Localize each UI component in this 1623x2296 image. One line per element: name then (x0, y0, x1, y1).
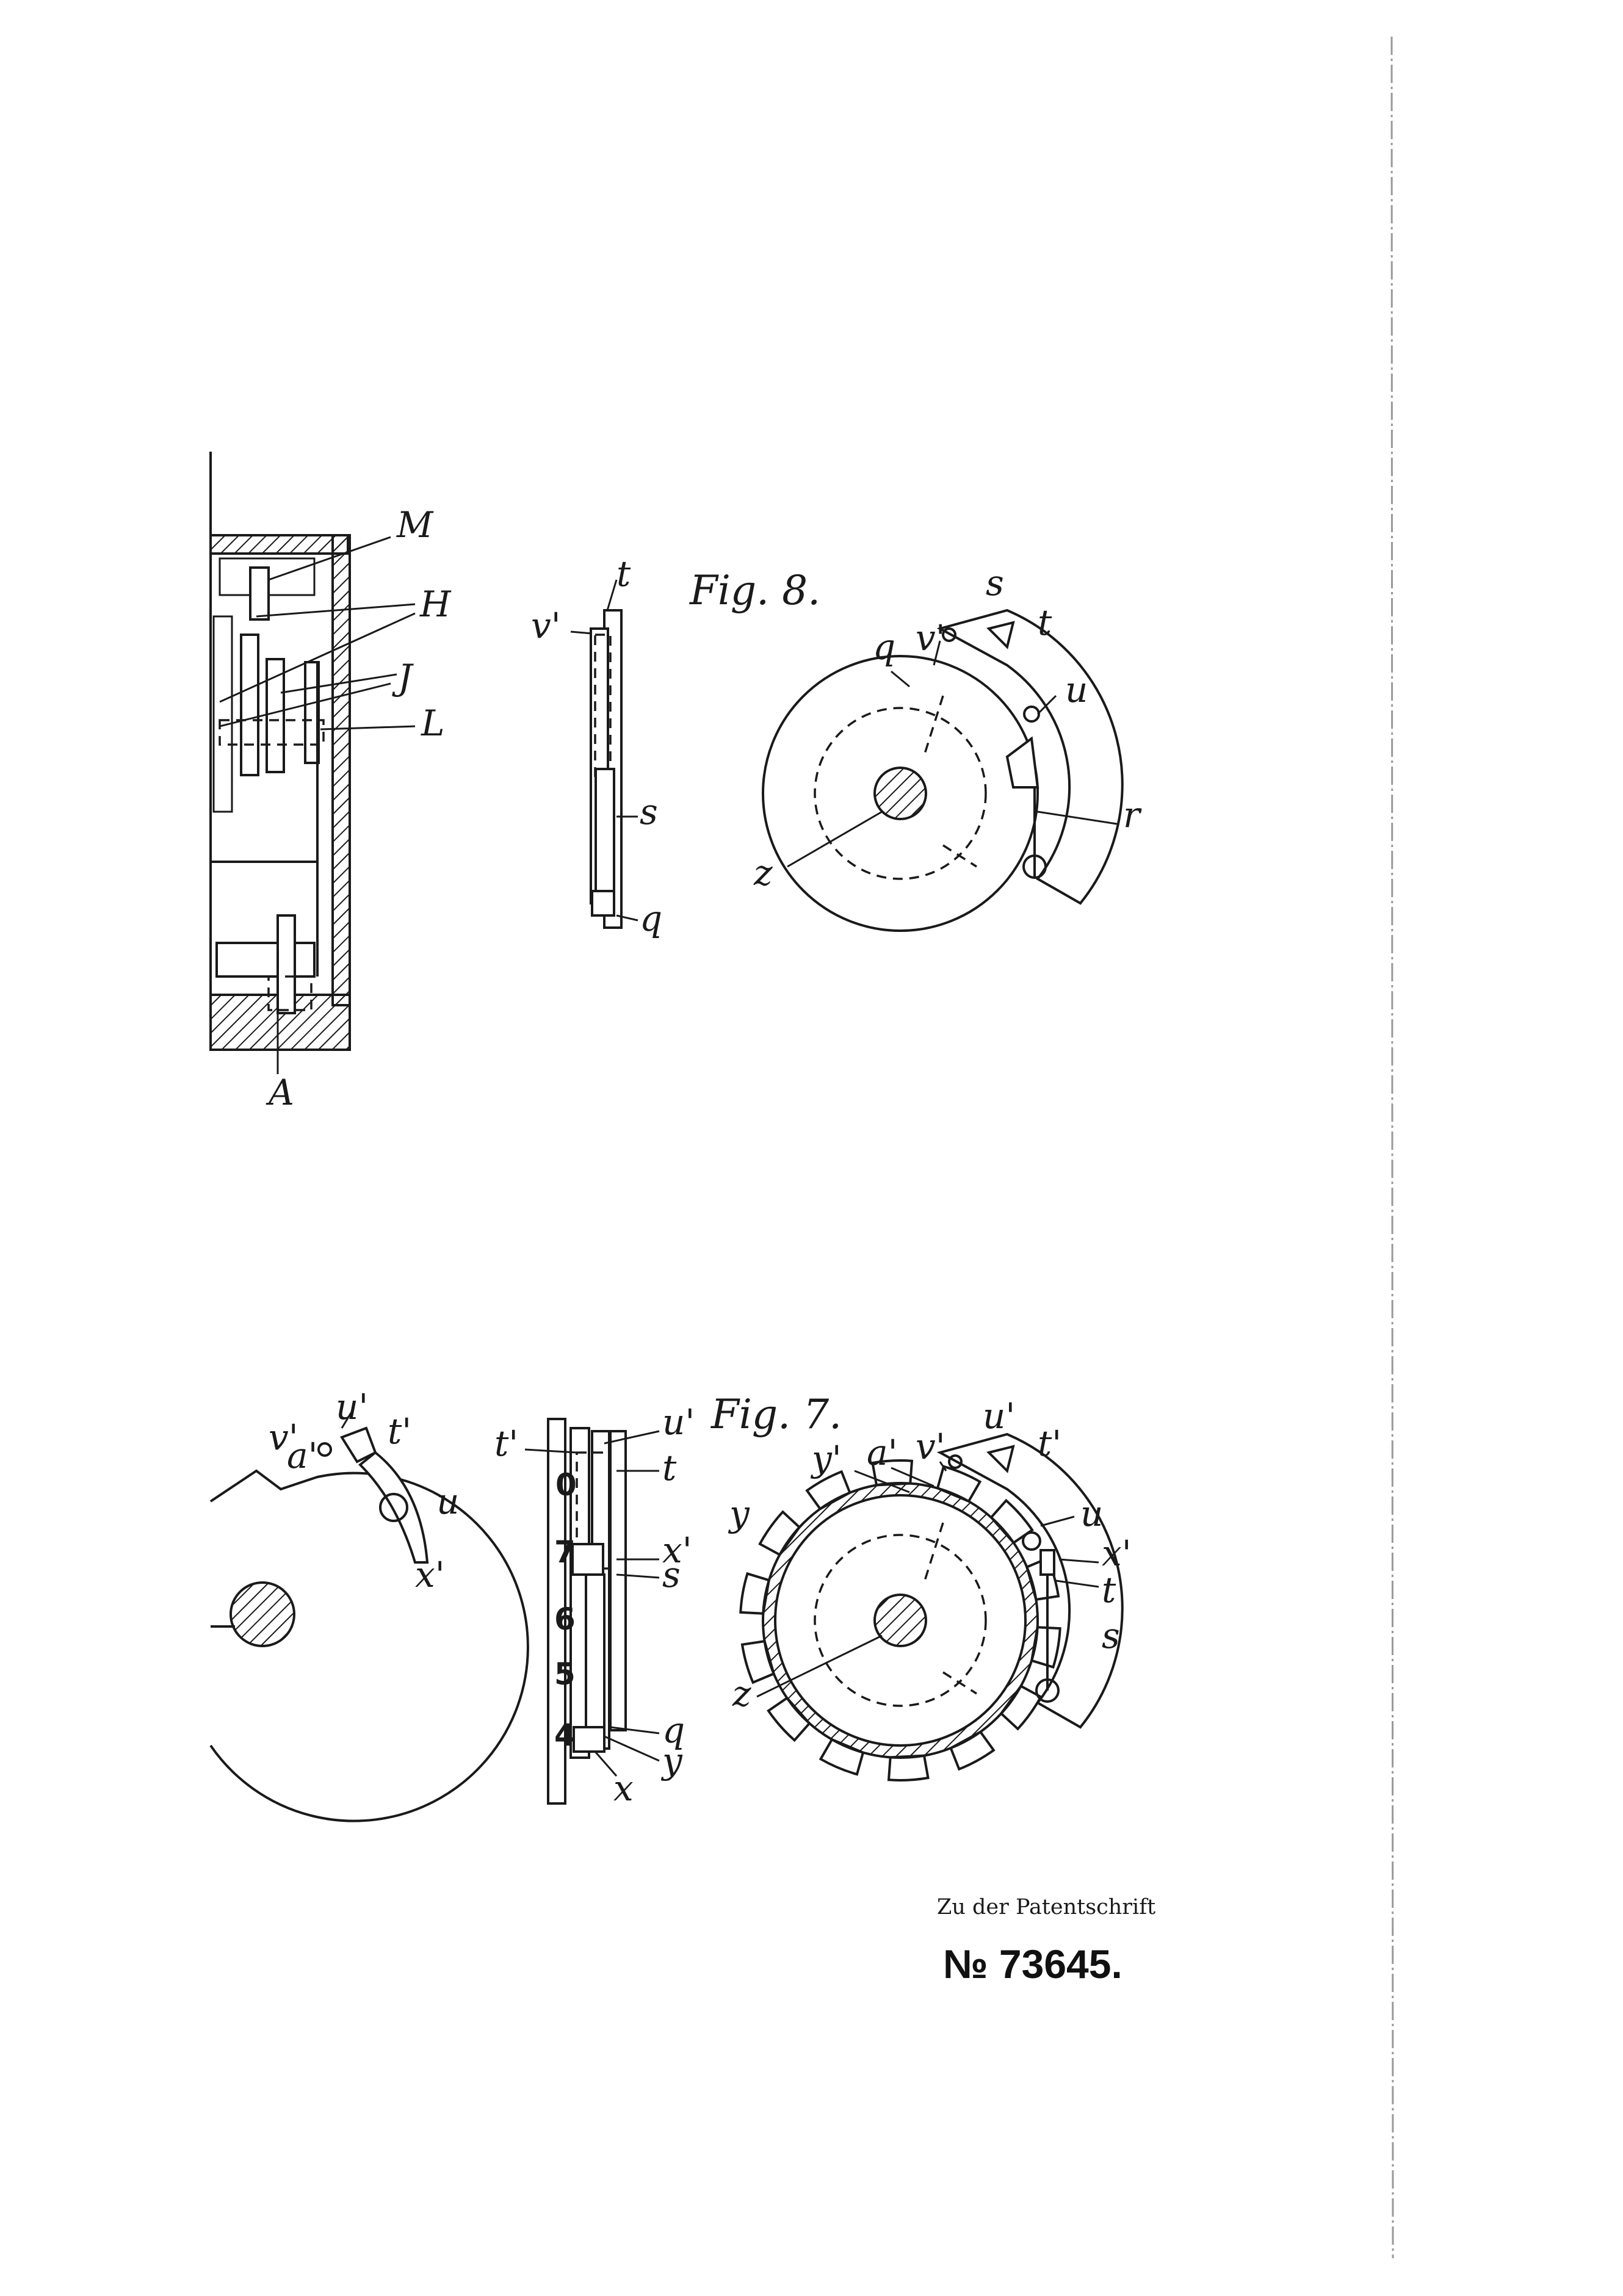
fig7-side-label-s: s (662, 1554, 681, 1595)
fig8-label-v1: v' (916, 617, 945, 659)
fig7-side-view: 0 7 6 5 4 t' u' t x' s q y x (494, 1401, 695, 1809)
fig8-label-q: q (873, 626, 895, 668)
housing-right-wall (331, 534, 351, 1006)
fig7-label-u1: u' (983, 1395, 1015, 1437)
fig7-segment-s (936, 1432, 1124, 1729)
label-H: H (419, 583, 452, 625)
fig8-wheel: Fig. 8. q v' s t u r z (689, 562, 1142, 932)
fig7-title: Fig. 7. (710, 1391, 842, 1438)
fig7-label-x1: x' (1102, 1532, 1132, 1574)
fig7-side-label-t: t (662, 1447, 677, 1489)
fig7-digit-5: 5 (554, 1656, 576, 1692)
fig8-segment-s (936, 608, 1124, 905)
fig7-tooth (887, 1754, 930, 1782)
label-A: A (266, 1072, 294, 1113)
fig7-digit-4: 4 (554, 1717, 576, 1753)
fig7-label-t: t (1102, 1569, 1116, 1611)
left-bottom-label-t1: t' (388, 1410, 411, 1452)
fig7-digit-7: 7 (554, 1534, 576, 1570)
fig8-side-label-q: q (640, 898, 662, 939)
patent-caption: Zu der Patentschrift (937, 1895, 1156, 1919)
fig8-side-view: t v' s q (531, 553, 662, 939)
fig7-shaft-z (873, 1594, 927, 1647)
left-bottom-label-u: u (436, 1481, 459, 1522)
fig8-shaft-z (873, 767, 927, 820)
fig7-side-label-x1: x' (662, 1529, 692, 1571)
label-L: L (421, 702, 445, 744)
fig7-digit-0: 0 (555, 1467, 577, 1503)
fig7-label-v1: v' (916, 1426, 945, 1467)
fig7-tooth (767, 1696, 811, 1742)
housing-top-wall (209, 534, 349, 555)
fig7-tooth (805, 1470, 851, 1511)
left-bottom-label-a1: a' (287, 1435, 318, 1476)
left-top-figure: M H J L A (209, 452, 452, 1113)
fig7-side-label-t1: t' (494, 1423, 518, 1464)
fig7-label-y: y (728, 1493, 750, 1534)
fig7-label-y1: y' (810, 1438, 842, 1479)
left-bottom-label-x1: x' (415, 1554, 445, 1595)
fig7-label-a1: a' (867, 1432, 898, 1473)
fig7-side-label-q: q (662, 1709, 685, 1751)
fig8-label-u: u (1065, 669, 1088, 710)
left-bottom-label-u1: u' (336, 1386, 368, 1428)
fig7-tooth (871, 1459, 914, 1487)
fig7-side-label-x: x (613, 1767, 634, 1809)
fig7-tooth (949, 1730, 996, 1771)
fig7-tooth (1030, 1626, 1061, 1669)
fig7-side-label-y: y (660, 1740, 683, 1782)
left-bottom-label-v1: v' (269, 1417, 298, 1458)
fig8-label-r: r (1123, 794, 1142, 836)
fig8-label-t: t (1038, 602, 1052, 643)
left-bottom-figure: v' u' t' a' u x' (209, 1386, 529, 1822)
label-M: M (396, 504, 434, 546)
fig7-label-u: u (1080, 1493, 1103, 1534)
fig8-label-z: z (753, 852, 773, 893)
patent-number: № 73645. (943, 1941, 1122, 1987)
fig8-label-s: s (986, 562, 1004, 604)
fig8-side-label-s: s (640, 791, 658, 832)
fig8-disk-q (762, 655, 1039, 932)
label-J: J (392, 657, 414, 698)
page-edge-line (1390, 36, 1394, 2259)
fig7-label-s: s (1102, 1615, 1120, 1656)
fig7-label-t1: t' (1038, 1423, 1061, 1464)
fig7-wheel: Fig. 7. y' a' v' u' t' u x' t y s z (710, 1391, 1132, 1782)
fig7-label-z: z (732, 1673, 751, 1714)
fig7-side-label-u1: u' (662, 1401, 695, 1443)
fig7-tooth (758, 1510, 801, 1557)
fig8-side-label-v1: v' (531, 605, 561, 646)
fig7-digit-6: 6 (554, 1601, 576, 1637)
fig7-tooth (739, 1572, 771, 1615)
fig8-title: Fig. 8. (689, 567, 820, 614)
fig8-side-label-t: t (616, 553, 631, 594)
